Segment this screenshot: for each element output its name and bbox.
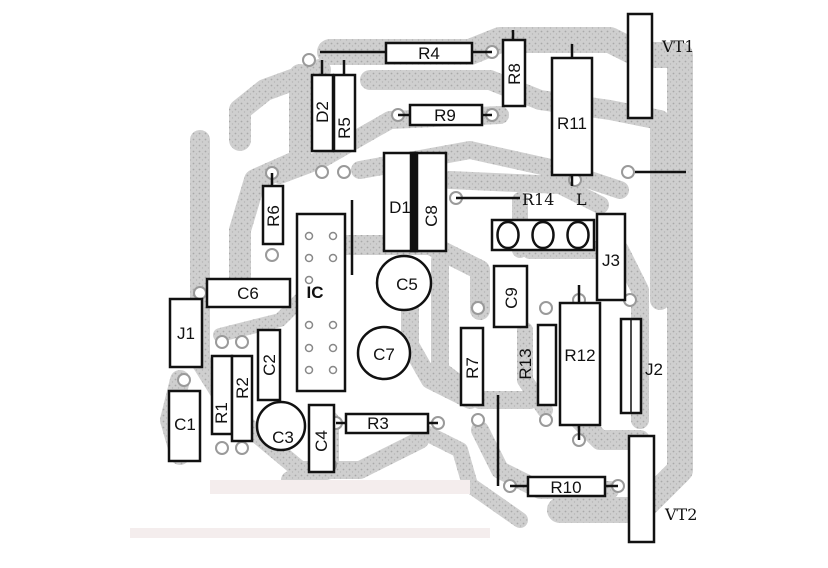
c7-body	[356, 325, 412, 381]
label-c1: C1	[174, 415, 196, 434]
label-c4: C4	[312, 430, 331, 452]
label-r8: R8	[505, 63, 524, 85]
component-outlines	[167, 12, 686, 544]
label-vt1: VT1	[661, 37, 694, 56]
label-r7: R7	[463, 357, 482, 379]
label-r1: R1	[212, 402, 231, 424]
label-c2: C2	[260, 354, 279, 376]
label-j2: J2	[645, 360, 663, 379]
r7-body	[459, 326, 485, 407]
c5-body	[375, 254, 433, 312]
ic-body	[295, 212, 347, 393]
label-r5: R5	[335, 117, 354, 139]
faded-edge	[130, 480, 490, 538]
label-ic: IC	[307, 283, 324, 302]
c3-body	[255, 400, 307, 452]
r12-body	[558, 301, 602, 427]
label-c6: C6	[237, 284, 259, 303]
label-r12: R12	[564, 346, 595, 365]
vt1-body	[626, 12, 654, 120]
c6-body	[205, 277, 292, 309]
label-r6: R6	[264, 205, 283, 227]
c9-body	[492, 264, 529, 329]
r10-body	[526, 475, 607, 498]
c2-body	[256, 328, 282, 402]
label-c7: C7	[373, 345, 395, 364]
label-r4: R4	[418, 44, 440, 63]
r2-body	[230, 354, 254, 443]
label-r14: R14	[522, 190, 554, 209]
label-r2: R2	[233, 377, 252, 399]
r9-body	[408, 103, 484, 127]
label-r13: R13	[516, 348, 535, 379]
r11-body	[550, 56, 594, 177]
c8-body	[413, 151, 448, 253]
l-body	[490, 218, 596, 252]
label-d2: D2	[313, 101, 332, 123]
labels: R4 R8 VT1 D2 R5 R9 R11 R6 D1 C8 R14 L IC…	[174, 37, 697, 524]
label-j1: J1	[177, 324, 195, 343]
c4-body	[307, 403, 336, 474]
vt2-body	[627, 434, 656, 544]
r8-body	[501, 38, 527, 108]
label-r10: R10	[550, 478, 581, 497]
label-j3: J3	[602, 251, 620, 270]
label-l: L	[576, 190, 587, 209]
label-c8: C8	[422, 205, 441, 227]
r6-body	[261, 184, 285, 246]
r13-body	[536, 323, 558, 407]
label-d1: D1	[389, 198, 411, 217]
j3-body	[595, 212, 627, 302]
label-c5: C5	[396, 275, 418, 294]
r4-body	[384, 41, 474, 65]
label-r9: R9	[434, 106, 456, 125]
label-c9: C9	[502, 287, 521, 309]
r3-body	[344, 412, 430, 435]
c1-body	[167, 389, 202, 463]
label-r3: R3	[367, 414, 389, 433]
label-c3: C3	[272, 428, 294, 447]
label-r11: R11	[557, 114, 587, 133]
ic-pins	[304, 231, 338, 375]
label-vt2: VT2	[664, 505, 697, 524]
inductor-coil	[496, 220, 590, 250]
j1-body	[168, 297, 204, 369]
